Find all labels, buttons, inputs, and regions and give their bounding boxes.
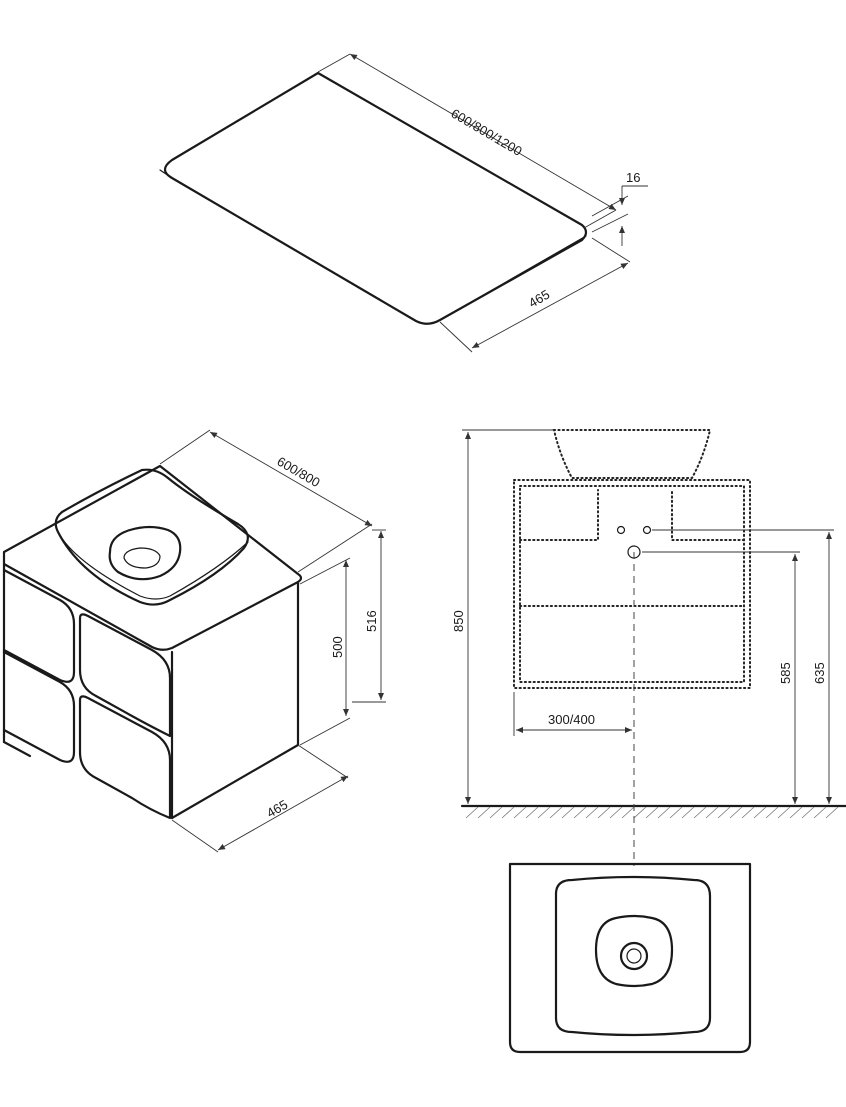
top-view (508, 862, 752, 1054)
countertop-thickness-label: 16 (626, 170, 640, 185)
elevation-total-height-label: 850 (451, 610, 466, 632)
countertop-length-label: 600/800/1200 (448, 106, 524, 159)
elevation-drain-height-label: 585 (778, 662, 793, 684)
elevation-offset-label: 300/400 (548, 712, 595, 727)
countertop-isometric: 600/800/1200 16 465 (159, 53, 648, 353)
elevation-tap-height-label: 635 (812, 662, 827, 684)
cabinet-isometric: 600/800 500 516 465 (2, 429, 386, 853)
front-elevation: 850 585 635 300/400 (451, 429, 846, 866)
cabinet-total-height-label: 516 (364, 610, 379, 632)
cabinet-front-height-label: 500 (330, 636, 345, 658)
ground-hatch (465, 806, 839, 819)
cabinet-depth-label: 465 (264, 797, 290, 821)
cabinet-width-label: 600/800 (275, 454, 323, 490)
countertop-depth-label: 465 (526, 287, 552, 311)
